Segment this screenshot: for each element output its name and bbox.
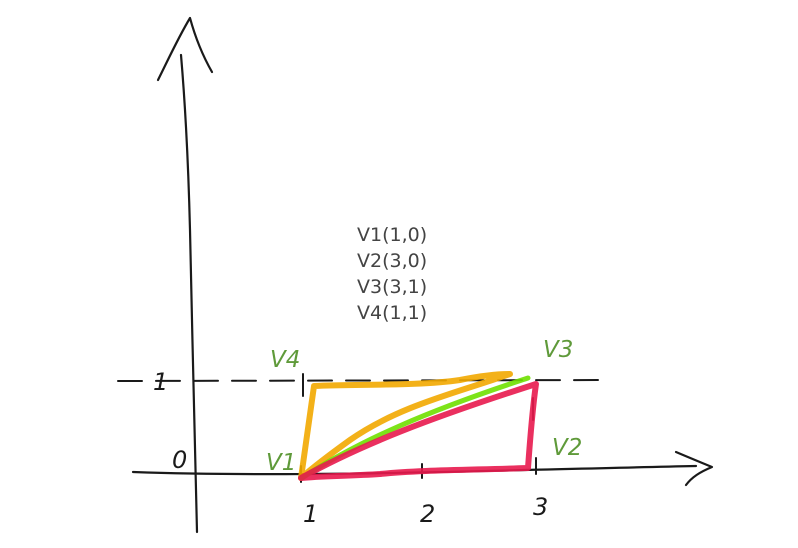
y-axis (179, 53, 199, 534)
tick-label-y-0: 0 (172, 446, 187, 474)
vertex-label-v4: V4 (270, 347, 300, 373)
vertex-coordinate-item: V2(3,0) (357, 250, 428, 272)
vertex-coordinate-item: V4(1,1) (357, 302, 428, 324)
vertex-label-v3: V3 (543, 337, 573, 363)
y-axis-arrowhead (156, 16, 214, 82)
dashed-y1-line (117, 379, 607, 382)
tick-label-x-3: 3 (533, 493, 548, 521)
tick-label-x-2: 2 (420, 500, 435, 528)
tick-label-y-1: 1 (153, 368, 168, 396)
vertex-label-v2: V2 (552, 435, 582, 461)
vertex-coordinate-item: V3(3,1) (357, 276, 428, 298)
x-axis-arrowhead (674, 450, 714, 487)
tick-label-x-1: 1 (303, 500, 318, 528)
vertex-label-v1: V1 (266, 450, 296, 476)
triangle-orange (298, 371, 513, 481)
triangle-red (298, 381, 539, 481)
vertex-coordinate-item: V1(1,0) (357, 224, 428, 246)
vertex-coordinate-list: V1(1,0) V2(3,0) V3(3,1) V4(1,1) (357, 222, 427, 326)
